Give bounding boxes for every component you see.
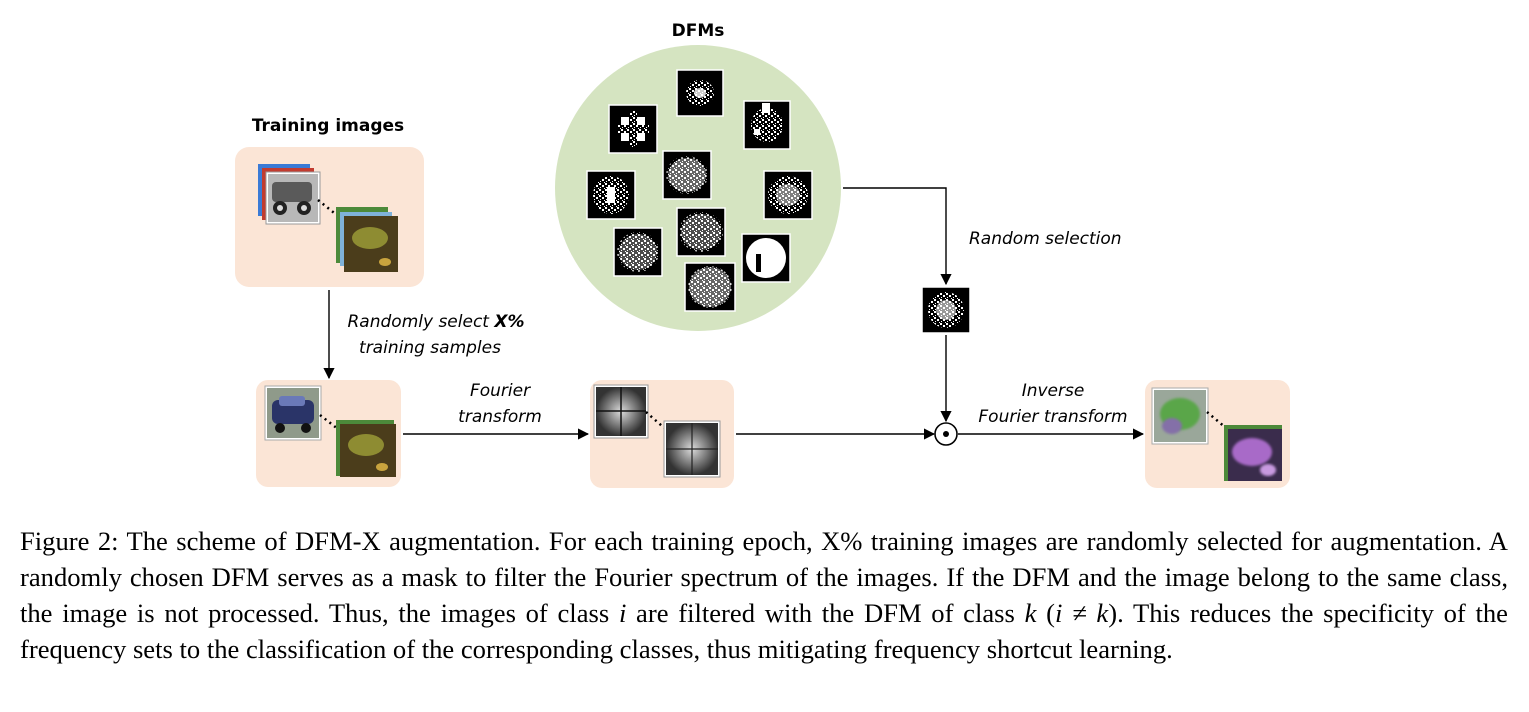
dfm-mask-7 bbox=[676, 207, 726, 257]
caption-neq-expression: i ≠ k bbox=[1055, 598, 1109, 628]
fourier-label-line1: Fourier bbox=[470, 381, 531, 401]
training-stack-frog bbox=[336, 207, 398, 272]
caption-part3: ( bbox=[1036, 598, 1055, 628]
caption-part1: Figure 2: The scheme of DFM-X augmentati… bbox=[20, 526, 1508, 628]
dfm-mask-2 bbox=[608, 104, 658, 154]
selected-car-image bbox=[264, 385, 322, 441]
spectrum-image-1 bbox=[593, 384, 649, 439]
dfm-x-scheme-diagram: DFMs bbox=[235, 21, 1290, 488]
fourier-label-line2: transform bbox=[458, 407, 542, 427]
random-select-label-line2: training samples bbox=[359, 338, 501, 358]
caption-part4: ). This reduces the specificity of the f… bbox=[20, 598, 1508, 664]
dfm-mask-8 bbox=[613, 227, 663, 277]
dfm-mask-9 bbox=[741, 233, 791, 283]
caption-var-i: i bbox=[618, 598, 627, 628]
dfm-mask-10 bbox=[684, 262, 736, 312]
inverse-label-line2: Fourier transform bbox=[978, 407, 1127, 427]
dfm-mask-1 bbox=[676, 69, 724, 117]
random-selection-label: Random selection bbox=[969, 229, 1122, 249]
dfms-title: DFMs bbox=[672, 21, 725, 41]
caption-part2: are filtered with the DFM of class bbox=[626, 598, 1025, 628]
caption-var-k: k bbox=[1024, 598, 1037, 628]
selected-dfm-mask bbox=[921, 286, 971, 334]
output-frog-image bbox=[1224, 425, 1282, 481]
dfm-mask-icons bbox=[586, 69, 813, 312]
training-images-title: Training images bbox=[252, 116, 404, 136]
training-stack-car bbox=[258, 164, 321, 225]
dfm-mask-3 bbox=[743, 100, 791, 150]
dfm-mask-5 bbox=[586, 170, 636, 220]
dfm-mask-4 bbox=[662, 150, 712, 200]
dfm-mask-6 bbox=[763, 170, 813, 220]
inverse-label-line1: Inverse bbox=[1022, 381, 1085, 401]
arrow-dfm-to-selected bbox=[843, 187, 952, 286]
random-select-label: Randomly select X% bbox=[348, 312, 525, 332]
figure-caption: Figure 2: The scheme of DFM-X augmentati… bbox=[20, 523, 1508, 667]
output-car-image bbox=[1151, 387, 1209, 445]
elementwise-multiply-icon bbox=[934, 422, 958, 446]
selected-frog-image bbox=[336, 420, 396, 477]
spectrum-image-2 bbox=[663, 420, 721, 478]
